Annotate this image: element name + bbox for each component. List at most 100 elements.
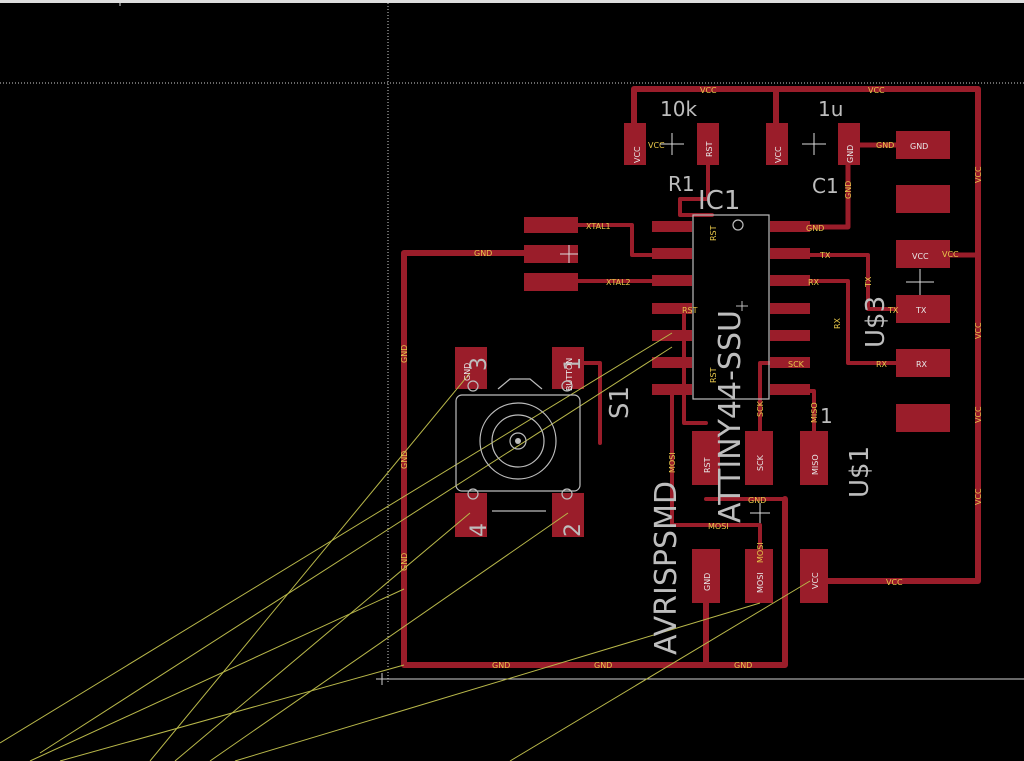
pad-xtal-2[interactable] [524,273,578,291]
pad-ic1-left-5[interactable] [652,330,692,341]
pad-ic1-left-6[interactable] [652,357,692,368]
pad-ic1-left-2[interactable] [652,248,692,259]
ic1-name: IC1 [698,186,740,216]
pad-isp-mosi[interactable] [745,549,773,603]
s1-pin1-circle [561,380,573,392]
net-label-gnd: GND [806,224,824,233]
net-label-rst: RST [682,306,698,315]
s1-pad-button-label: BUTTON [565,358,574,391]
c1-pad-right-label: GND [846,145,855,163]
net-label-tx: TX [887,306,899,315]
pad-isp-rst[interactable] [692,431,720,485]
net-label-vcc: VCC [974,166,983,183]
pad-ic1-right-7[interactable] [770,384,810,395]
pad-xtal-gnd[interactable] [524,245,578,263]
net-label-vcc: VCC [974,406,983,423]
isp-pad-miso-label: MISO [811,454,820,475]
net-label-xtal2: XTAL2 [606,278,631,287]
net-label-tx: TX [864,276,873,288]
s1-pin3-circle [467,380,479,392]
net-label-gnd: GND [734,661,752,670]
pad-c1-right[interactable] [838,123,860,165]
pad-s1-2[interactable] [552,493,584,537]
trace-vcc-top[interactable] [631,86,981,584]
net-label-vcc: VCC [942,250,959,259]
s1-pin2-circle [561,488,573,500]
isp-pad-mosi-label: MOSI [756,572,765,593]
s1-pin3: 3 [467,357,492,371]
pad-r1-left[interactable] [624,123,646,165]
net-label-gnd: GND [400,345,409,363]
pad-u3-gnd[interactable] [896,131,950,159]
u1-pin1-marker: 1 [820,404,833,428]
pad-ic1-right-6[interactable] [770,357,810,368]
pad-ic1-right-4[interactable] [770,303,810,314]
net-label-rst: RST [709,367,718,383]
pad-ic1-right-2[interactable] [770,248,810,259]
isp-pad-rst-label: RST [703,457,712,473]
pcb-drawing[interactable]: 10k 1u R1 C1 IC1 ATTINY44-SSU U$3 U$1 1 … [0,3,1024,761]
pad-ic1-right-1[interactable] [770,221,810,232]
s1-name: S1 [605,386,635,419]
pad-ic1-right-5[interactable] [770,330,810,341]
trace-xtal1[interactable] [576,223,662,257]
pad-isp-gnd[interactable] [692,549,720,603]
trace-tx[interactable] [798,253,902,311]
r1-pad-right-label: RST [705,141,714,157]
pad-s1-1[interactable] [552,347,584,389]
s1-pad-gnd-label: GND [463,363,472,381]
pad-u3-tx[interactable] [896,295,950,323]
net-label-sck: SCK [756,400,765,417]
pad-c1-left[interactable] [766,123,788,165]
ic1-part: ATTINY44-SSU [713,310,748,523]
pad-u3-vcc[interactable] [896,240,950,268]
net-label-gnd: GND [844,181,853,199]
trace-rx[interactable] [798,279,902,365]
pad-ic1-left-1[interactable] [652,221,692,232]
pad-isp-sck[interactable] [745,431,773,485]
net-label-gnd: GND [594,661,612,670]
pad-r1-right[interactable] [697,123,719,165]
isp-pad-gnd-label: GND [703,573,712,591]
net-label-rx: RX [876,360,888,369]
net-label-miso: MISO [810,402,819,423]
s1-pin2: 2 [561,523,586,537]
u1-name: U$1 [845,446,875,498]
copper-pads[interactable] [455,123,950,603]
s1-pin1: 1 [561,357,586,371]
u3-pad-gnd-label: GND [910,142,928,151]
pad-u3-rx[interactable] [896,349,950,377]
net-label-rx: RX [833,317,842,329]
s1-ring-inner [509,432,527,450]
net-label-mosi: MOSI [756,542,765,563]
pad-ic1-left-7[interactable] [652,384,692,395]
trace-rst-r1[interactable] [678,141,714,217]
ic1-outline [692,214,770,400]
s1-actuator [497,378,543,390]
net-label-vcc: VCC [648,141,665,150]
airwire [174,512,471,761]
u3-pad-tx-label: TX [915,306,927,315]
airwire [29,588,405,761]
s1-ring-outer [479,402,557,480]
r1-name: R1 [668,172,695,196]
airwire [234,602,761,761]
net-label-tx: TX [819,251,831,260]
silk-labels: 10k 1u R1 C1 IC1 ATTINY44-SSU U$3 U$1 1 … [467,97,891,655]
pad-u3-2[interactable] [896,185,950,213]
r1-value: 10k [660,97,697,121]
trace-sck[interactable] [758,361,802,435]
pad-s1-4[interactable] [455,493,487,537]
net-label-vcc: VCC [700,86,717,95]
pad-isp-vcc[interactable] [800,549,828,603]
isp-pad-sck-label: SCK [756,454,765,471]
pad-xtal-1[interactable] [524,217,578,233]
pad-ic1-left-4[interactable] [652,303,692,314]
isp-pad-vcc-label: VCC [811,572,820,589]
s1-center [515,438,521,444]
pad-u3-6[interactable] [896,404,950,432]
pad-ic1-right-3[interactable] [770,275,810,286]
pad-isp-miso[interactable] [800,431,828,485]
pad-ic1-left-3[interactable] [652,275,692,286]
